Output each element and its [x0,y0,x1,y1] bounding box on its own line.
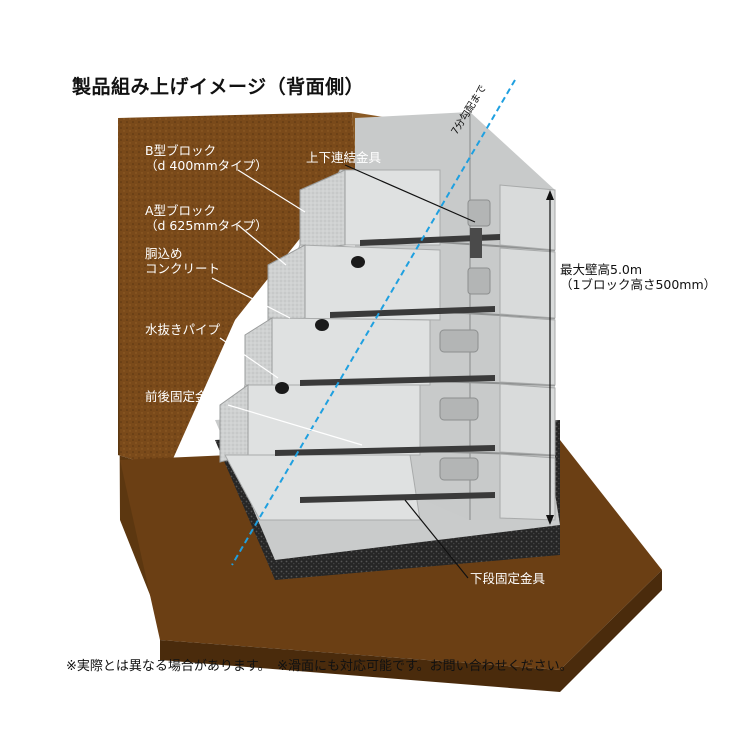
label-a-block: A型ブロック （d 625mmタイプ） [145,203,268,233]
label-b-block-line2: （d 400mmタイプ） [145,158,268,173]
label-backfill-line1: 胴込め [145,246,220,261]
label-max-height: 最大壁高5.0m （1ブロック高さ500mm） [560,262,716,292]
label-max-height-line2: （1ブロック高さ500mm） [560,277,716,292]
label-a-block-line2: （d 625mmタイプ） [145,218,268,233]
label-b-block: B型ブロック （d 400mmタイプ） [145,143,268,173]
label-b-block-line1: B型ブロック [145,143,268,158]
footnote: ※実際とは異なる場合があります。 ※滑面にも対応可能です。お問い合わせください。 [66,655,573,674]
label-fixing-fitting: 前後固定金具 [145,389,220,404]
label-backfill-line2: コンクリート [145,261,220,276]
label-a-block-line1: A型ブロック [145,203,268,218]
label-bottom-fitting: 下段固定金具 [470,571,545,586]
label-drain-pipe: 水抜きパイプ [145,322,220,337]
label-backfill-concrete: 胴込め コンクリート [145,246,220,276]
label-max-height-line1: 最大壁高5.0m [560,262,716,277]
label-upper-connector: 上下連結金具 [306,150,381,165]
